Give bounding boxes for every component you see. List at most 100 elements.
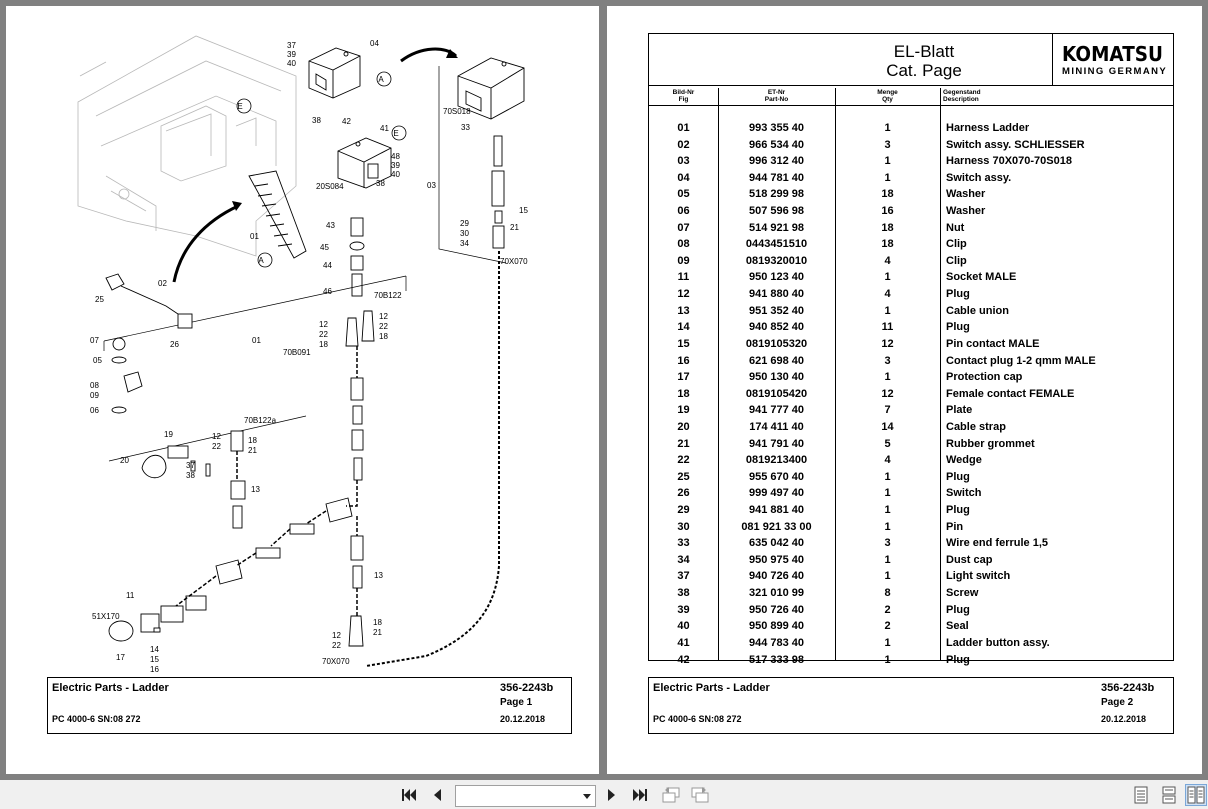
cell-qty: 12 [881, 337, 894, 350]
callout-label: 38 [312, 116, 321, 125]
callout-label: 15 [519, 206, 528, 215]
callout-label: 38 [376, 179, 385, 188]
cell-part: 940 852 40 [748, 321, 805, 334]
cell-fig: 37 [677, 570, 690, 583]
col-part-de: ET-Nr [767, 89, 786, 96]
callout-label: 46 [323, 287, 332, 296]
cell-qty: 12 [881, 387, 894, 400]
callout-label: 05 [93, 356, 102, 365]
komatsu-logo: KOMATSU MINING GERMANY [1052, 34, 1173, 86]
callout-label: 20S084 [316, 182, 344, 191]
cell-part: 507 596 98 [748, 205, 805, 218]
callout-label: E [393, 129, 398, 138]
cell-part: 514 921 98 [748, 221, 805, 234]
page-select[interactable] [455, 785, 596, 807]
continuous-view-icon[interactable] [1158, 784, 1180, 806]
callout-label: 39 [391, 161, 400, 170]
callout-label: 12 [212, 432, 221, 441]
two-page-view-icon[interactable] [1185, 784, 1207, 806]
cell-fig: 13 [677, 304, 690, 317]
callout-label: 70S018 [443, 107, 471, 116]
cell-desc: Protection cap [946, 371, 1023, 384]
callout-label: 70B122 [374, 291, 402, 300]
callout-label: 21 [510, 223, 519, 232]
callout-label: 37 [287, 41, 296, 50]
cell-part: 941 791 40 [748, 437, 805, 450]
cell-qty: 16 [881, 205, 894, 218]
cell-part: 996 312 40 [748, 155, 805, 168]
last-page-icon[interactable] [629, 784, 651, 806]
cell-qty: 3 [884, 537, 891, 550]
cell-desc: Clip [946, 238, 967, 251]
callout-label: 42 [342, 117, 351, 126]
cell-fig: 07 [677, 221, 690, 234]
footer-title: Electric Parts - Ladder [653, 682, 770, 694]
cell-qty: 1 [884, 371, 891, 384]
cell-qty: 1 [884, 570, 891, 583]
cell-fig: 21 [677, 437, 690, 450]
title-line-1: EL-Blatt [893, 42, 955, 61]
callout-label: 01 [250, 232, 259, 241]
cell-qty: 1 [884, 304, 891, 317]
callout-label: A [378, 75, 384, 84]
callout-label: 48 [391, 152, 400, 161]
cell-fig: 04 [677, 171, 690, 184]
go-forward-view-icon[interactable] [689, 784, 711, 806]
cell-fig: 20 [677, 420, 690, 433]
next-page-icon[interactable] [601, 784, 623, 806]
go-back-view-icon[interactable] [660, 784, 682, 806]
cell-qty: 4 [884, 288, 891, 301]
cell-qty: 5 [884, 437, 891, 450]
chevron-down-icon [583, 794, 591, 799]
cell-qty: 7 [884, 404, 891, 417]
cell-part: 621 698 40 [748, 354, 805, 367]
callout-label: 11 [126, 591, 135, 600]
cell-qty: 1 [884, 470, 891, 483]
cell-desc: Screw [946, 587, 979, 600]
col-desc-en: Description [943, 96, 979, 103]
cell-qty: 4 [884, 254, 891, 267]
previous-page-icon[interactable] [426, 784, 448, 806]
callout-label: 70X070 [500, 257, 528, 266]
cell-fig: 03 [677, 155, 690, 168]
cell-part: 950 726 40 [748, 603, 805, 616]
footer-doc-number: 356-2243b [500, 682, 554, 694]
callout-label: 70X070 [322, 657, 350, 666]
callout-label: 22 [379, 322, 388, 331]
cell-fig: 05 [677, 188, 690, 201]
cell-desc: Light switch [946, 570, 1011, 583]
catalog-header: EL-Blatt Cat. Page KOMATSU MINING GERMAN… [649, 34, 1173, 86]
single-page-view-icon[interactable] [1130, 784, 1152, 806]
callout-label: 06 [90, 406, 99, 415]
cell-fig: 06 [677, 205, 690, 218]
header-rule [649, 105, 1173, 106]
cell-desc: Clip [946, 254, 967, 267]
cell-part: 941 881 40 [748, 504, 805, 517]
cell-desc: Pin [946, 520, 964, 533]
cell-part: 951 352 40 [748, 304, 805, 317]
callout-label: 21 [248, 446, 257, 455]
col-header-qty: Menge Qty [835, 89, 940, 103]
cell-part: 941 777 40 [748, 404, 805, 417]
first-page-icon[interactable] [398, 784, 420, 806]
footer-date: 20.12.2018 [500, 714, 546, 724]
cell-desc: Cable union [946, 304, 1009, 317]
cell-part: 944 781 40 [748, 171, 805, 184]
